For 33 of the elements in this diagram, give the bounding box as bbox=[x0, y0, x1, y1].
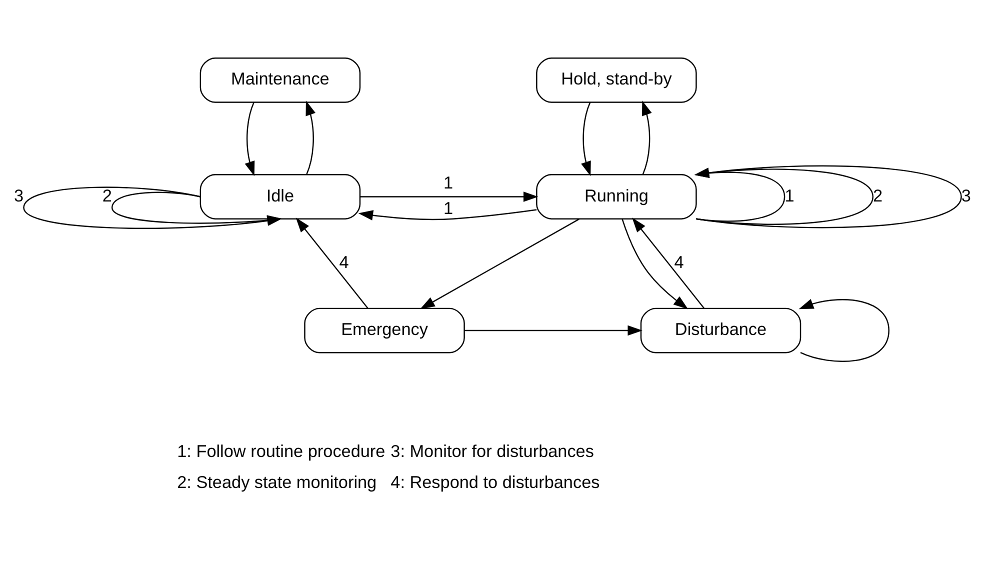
node-box: Emergency bbox=[304, 307, 464, 353]
arrow bbox=[244, 102, 254, 176]
arrow bbox=[621, 218, 688, 309]
edge-label: 2 bbox=[102, 184, 112, 205]
arrow bbox=[360, 191, 538, 202]
arrow bbox=[694, 167, 874, 224]
edge-label: 4 bbox=[674, 252, 684, 272]
arrow bbox=[295, 217, 368, 308]
edge-label: 1 bbox=[784, 184, 794, 205]
arrow bbox=[641, 100, 652, 174]
edge-label: 4 bbox=[338, 252, 348, 272]
label: 3: Monitor for disturbances bbox=[390, 440, 594, 461]
edge-label: 1 bbox=[443, 172, 453, 192]
arrow bbox=[798, 298, 889, 362]
edge-label: 2 bbox=[872, 184, 882, 205]
node-box: Disturbance bbox=[640, 307, 801, 353]
arrow bbox=[464, 324, 642, 336]
arrow bbox=[580, 102, 590, 176]
label: 4: Respond to disturbances bbox=[390, 471, 600, 492]
edge-label: 3 bbox=[14, 184, 24, 205]
arrow bbox=[358, 208, 536, 220]
node-box: Maintenance bbox=[199, 56, 360, 102]
edge-label: 1 bbox=[443, 198, 453, 218]
arrow bbox=[632, 217, 704, 308]
node-box: Hold, stand-by bbox=[536, 56, 696, 102]
edge-label: 3 bbox=[960, 184, 970, 205]
label: 1: Follow routine procedure bbox=[176, 440, 385, 461]
arrow bbox=[694, 164, 962, 228]
arrow bbox=[420, 218, 579, 309]
label: 2: Steady state monitoring bbox=[176, 471, 376, 492]
node-box: Idle bbox=[199, 174, 360, 219]
node-box: Running bbox=[536, 174, 696, 219]
arrow bbox=[305, 100, 316, 174]
